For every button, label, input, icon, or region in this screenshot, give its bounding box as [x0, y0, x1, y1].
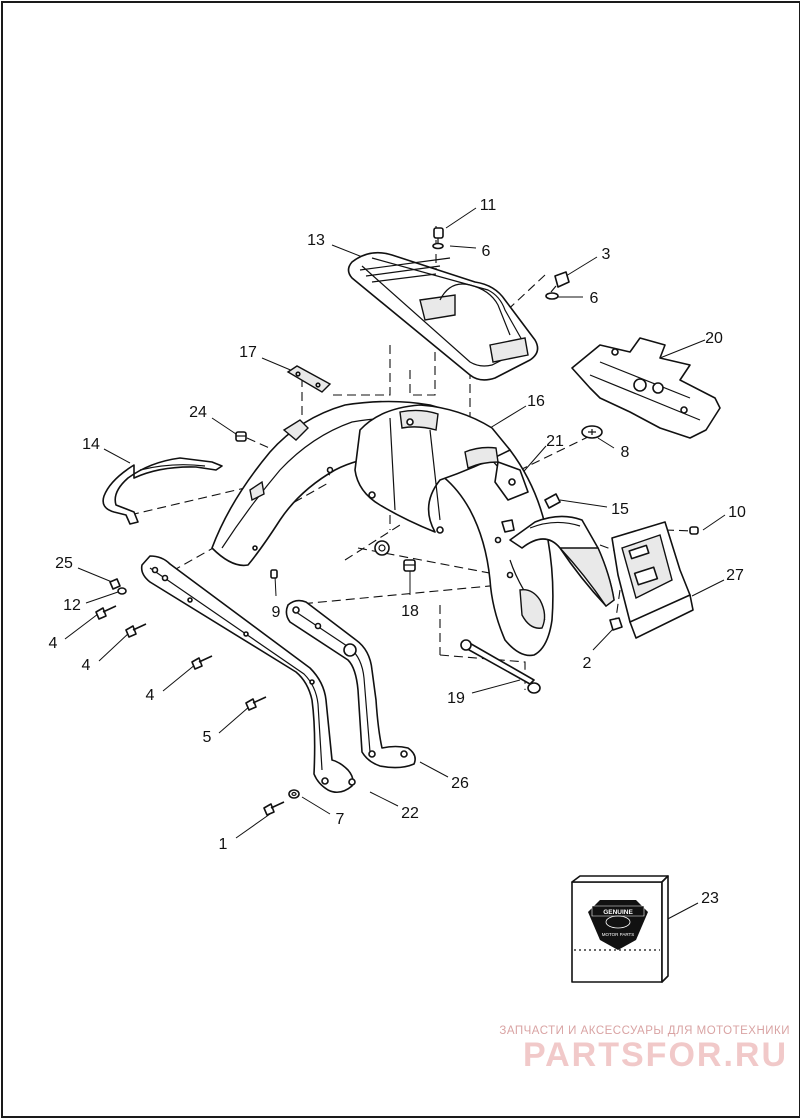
callout-22: 22 [401, 805, 419, 822]
callout-21: 21 [546, 433, 564, 450]
callout-23: 23 [701, 890, 719, 907]
screw-10 [689, 526, 699, 535]
callout-26: 26 [451, 775, 469, 792]
license-bracket [611, 521, 694, 639]
callout-4: 4 [82, 657, 91, 674]
callout-4: 4 [49, 635, 58, 652]
callout-27: 27 [726, 567, 744, 584]
callout-1: 1 [219, 836, 228, 853]
logo-title: GENUINE [603, 909, 633, 916]
callout-2: 2 [583, 655, 592, 672]
callout-8: 8 [621, 444, 630, 461]
callout-12: 12 [63, 597, 81, 614]
genuine-parts-box [571, 875, 669, 983]
gasket-plate [571, 337, 721, 439]
callout-24: 24 [189, 404, 207, 421]
callout-17: 17 [239, 344, 257, 361]
bolt-3 [545, 271, 570, 300]
genuine-logo-icon [588, 900, 648, 950]
bolt-set [95, 578, 300, 816]
leader-lines [64, 207, 726, 923]
fender-strut-right [285, 599, 416, 769]
callout-9: 9 [272, 604, 281, 621]
callout-13: 13 [307, 232, 325, 249]
nut-2 [609, 617, 623, 631]
callout-16: 16 [527, 393, 545, 410]
luggage-rack [347, 251, 539, 381]
watermark-brand: PARTSFOR.RU [523, 1036, 788, 1074]
logo-subtitle: MOTOR PARTS [602, 932, 635, 937]
handrail [102, 457, 223, 525]
fender-tip [509, 515, 615, 608]
callout-15: 15 [611, 501, 629, 518]
callout-19: 19 [447, 690, 465, 707]
callout-5: 5 [203, 729, 212, 746]
callout-3: 3 [602, 246, 611, 263]
clip-15 [501, 493, 561, 533]
callout-20: 20 [705, 330, 723, 347]
bolt-11 [432, 227, 444, 250]
fender-bracket-21 [494, 461, 529, 501]
callout-14: 14 [82, 436, 100, 453]
watermark-tagline: ЗАПЧАСТИ И АКСЕССУАРЫ ДЛЯ МОТОТЕХНИКИ [499, 1025, 790, 1037]
bracket-strip [286, 365, 332, 393]
rear-fender [211, 400, 554, 657]
screw-9 [270, 569, 278, 579]
plug-8 [581, 425, 603, 439]
callout-6: 6 [590, 290, 599, 307]
fender-strut-left [140, 555, 356, 794]
support-rod-19 [460, 639, 541, 694]
callout-10: 10 [728, 504, 746, 521]
callout-18: 18 [401, 603, 419, 620]
stud-18 [403, 559, 416, 572]
callout-4: 4 [146, 687, 155, 704]
callout-11: 11 [480, 197, 497, 214]
callout-6: 6 [482, 243, 491, 260]
grommet-24 [235, 431, 247, 442]
callout-7: 7 [336, 811, 345, 828]
callout-25: 25 [55, 555, 73, 572]
